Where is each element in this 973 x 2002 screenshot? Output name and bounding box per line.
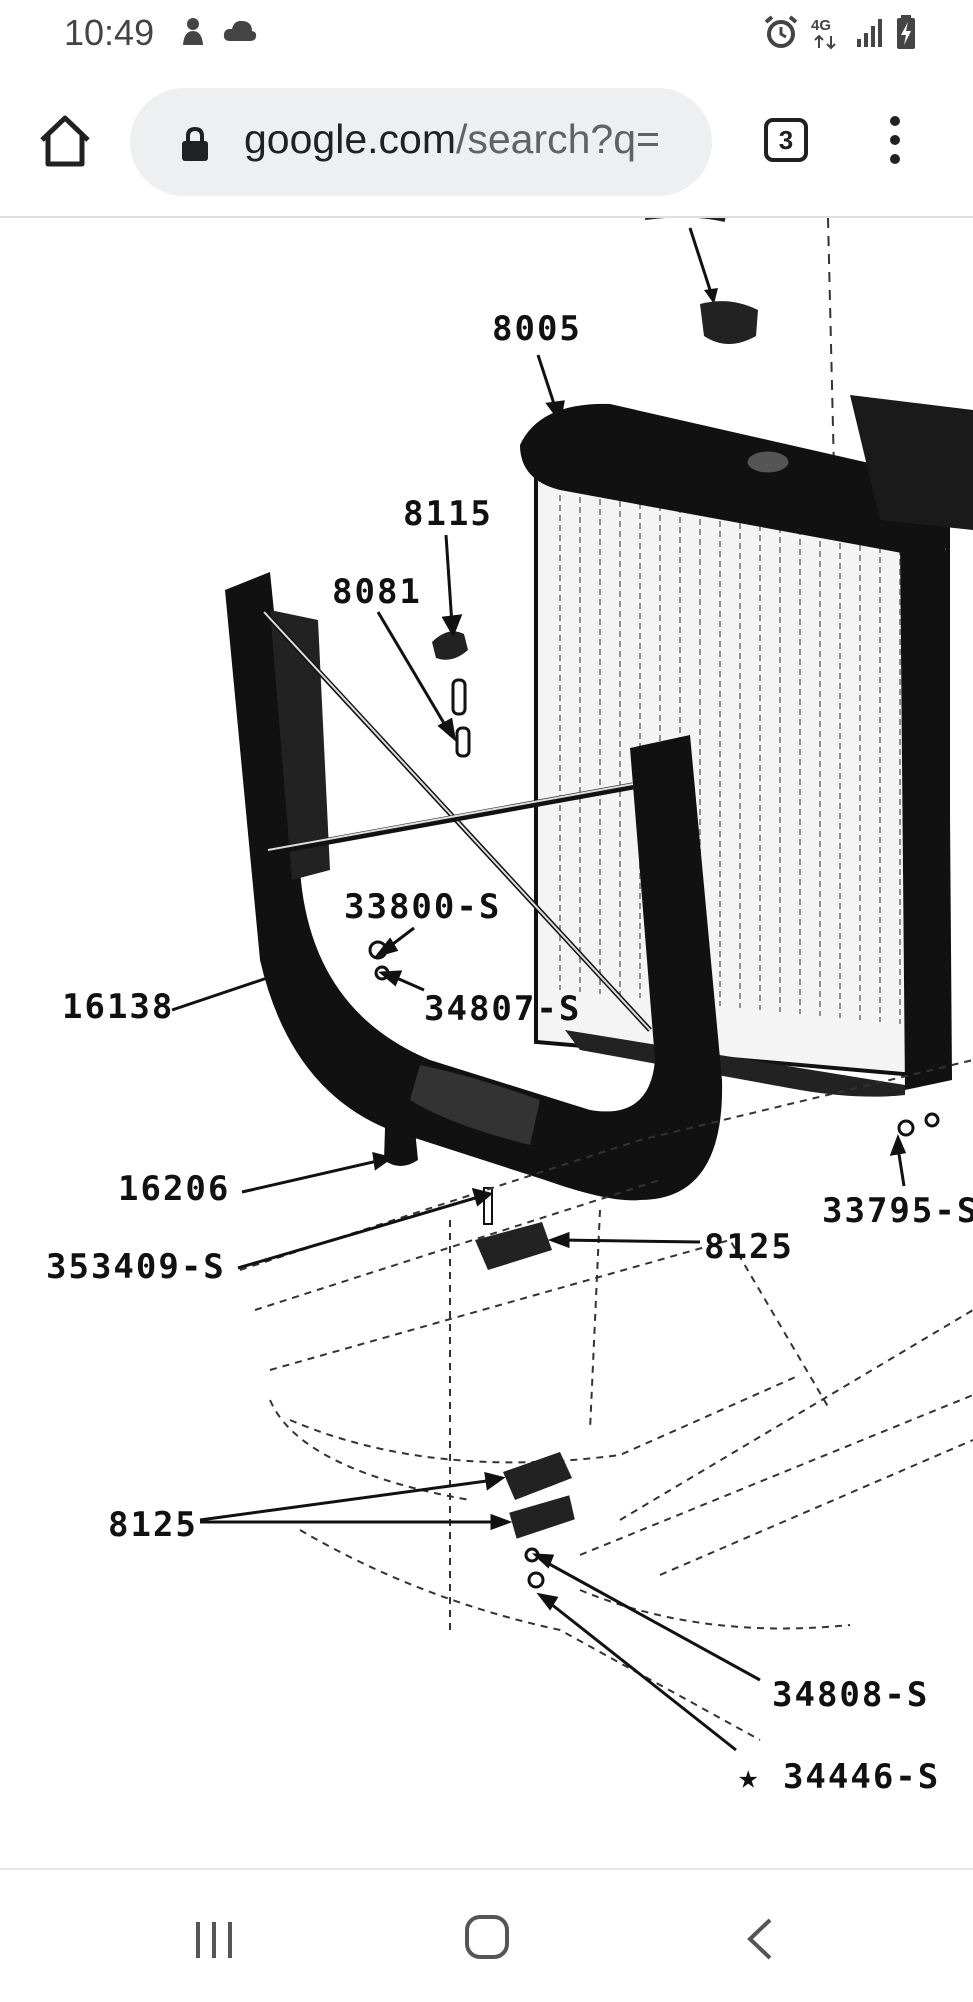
back-icon[interactable] (740, 1916, 780, 1962)
signal-icon (857, 19, 882, 47)
cloud-icon (223, 20, 257, 41)
status-bar: 10:49 4G (0, 0, 973, 70)
diagram-image: 8005 8115 8081 33800-S 16138 34807-S 162… (0, 218, 973, 1868)
part-label-34807-s: 34807-S (424, 989, 581, 1029)
radiator-parts-diagram: 8005 8115 8081 33800-S 16138 34807-S 162… (46, 218, 973, 1797)
part-label-33800-s: 33800-S (344, 887, 501, 927)
part-label-353409-s: 353409-S (46, 1247, 226, 1287)
home-circle-icon[interactable] (462, 1912, 512, 1962)
more-vert-icon[interactable] (888, 116, 902, 172)
status-left-icons (178, 15, 258, 49)
part-label-34446-s: ★ 34446-S (738, 1757, 940, 1797)
system-nav-bar (0, 1868, 973, 2002)
part-label-8115: 8115 (403, 494, 493, 534)
notification-icon (183, 18, 203, 45)
part-label-34808-s: 34808-S (772, 1675, 929, 1715)
part-label-8125-upper: 8125 (704, 1227, 794, 1267)
part-label-16206: 16206 (118, 1169, 230, 1209)
network-4g-icon: 4G (811, 17, 836, 50)
lock-icon (182, 126, 208, 161)
url-text[interactable]: google.com/search?q= (244, 116, 660, 163)
battery-charging-icon (897, 15, 915, 49)
part-label-8081: 8081 (332, 572, 422, 612)
url-path: /search?q= (455, 116, 660, 162)
status-right-icons: 4G (763, 14, 917, 50)
url-domain: google.com (244, 116, 456, 162)
part-label-8125-lower: 8125 (108, 1505, 198, 1545)
tabs-icon[interactable]: 3 (764, 118, 808, 162)
part-label-33795-s: 33795-S (822, 1191, 973, 1231)
alarm-icon (764, 15, 798, 48)
recent-apps-icon[interactable] (192, 1918, 236, 1962)
url-bar[interactable]: google.com/search?q= (130, 88, 712, 196)
svg-text:4G: 4G (811, 17, 831, 34)
tab-count: 3 (778, 125, 794, 155)
part-label-16138: 16138 (62, 987, 174, 1027)
part-label-8005: 8005 (492, 309, 582, 349)
browser-toolbar: google.com/search?q= 3 (0, 70, 973, 218)
status-time: 10:49 (64, 12, 155, 53)
home-icon[interactable] (36, 112, 94, 170)
